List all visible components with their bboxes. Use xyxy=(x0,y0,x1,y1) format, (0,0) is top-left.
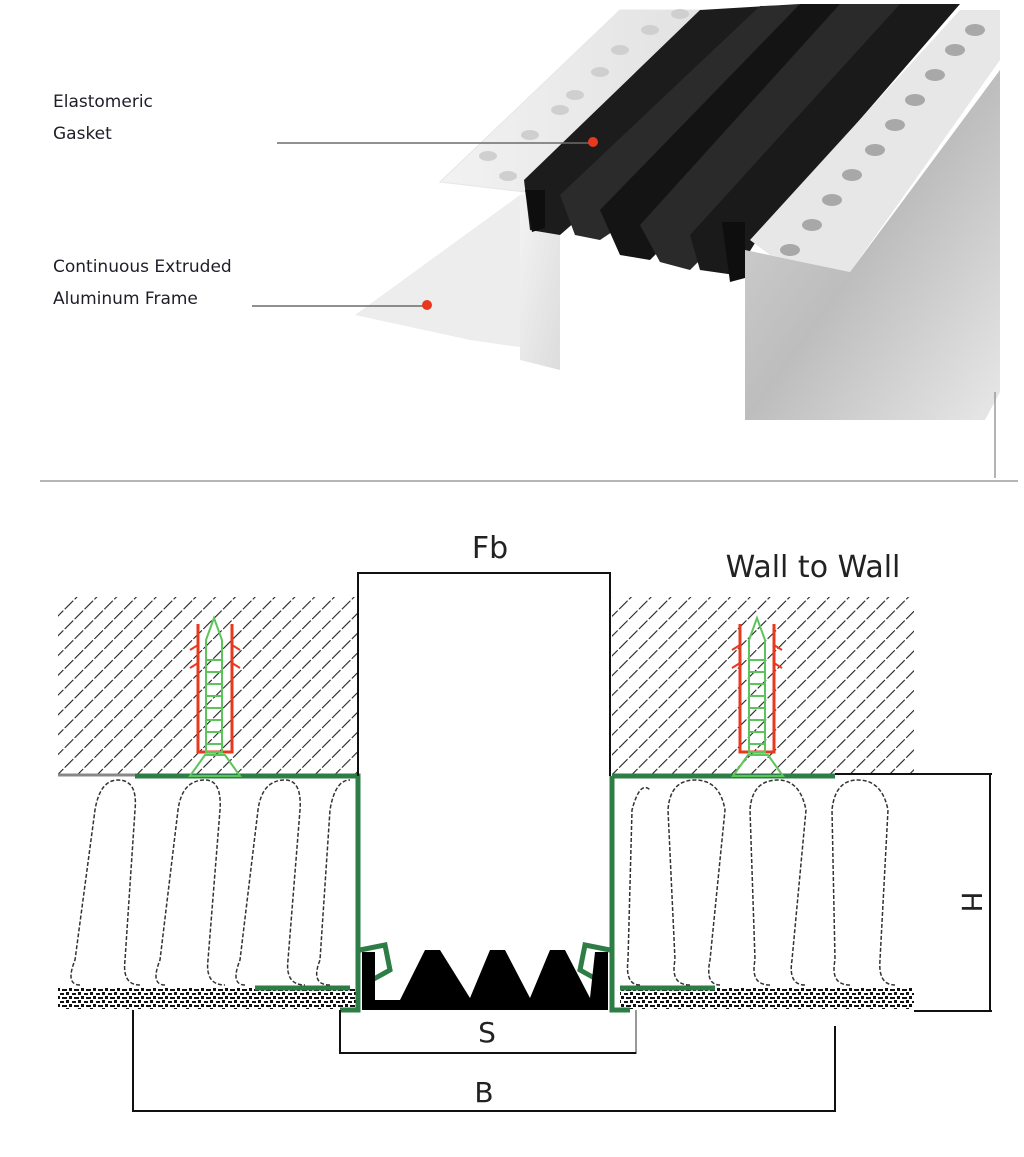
gasket-profile xyxy=(362,950,608,1010)
wall-to-wall-section: Wall to Wall xyxy=(58,531,992,1112)
dimension-b xyxy=(132,1010,836,1112)
left-screw xyxy=(205,615,223,753)
dimension-s-label: S xyxy=(478,1016,496,1049)
left-insulation xyxy=(70,779,351,986)
gasket-callout-label: Elastomeric Gasket xyxy=(53,92,153,144)
dimension-h xyxy=(835,773,992,1012)
left-wall-substrate xyxy=(58,597,358,775)
left-frame-base xyxy=(355,195,545,350)
dimension-s xyxy=(339,1010,637,1054)
left-floor-screed xyxy=(58,987,356,1009)
gasket-strips xyxy=(524,4,960,282)
dimension-fb xyxy=(357,572,611,776)
left-flange-holes xyxy=(479,9,689,181)
right-wall-substrate xyxy=(612,597,914,775)
product-illustration: Elastomeric Gasket Continuous Extruded A… xyxy=(0,0,1024,482)
right-frame-block xyxy=(745,70,1000,420)
right-screw xyxy=(748,615,766,753)
left-frame-wall xyxy=(520,190,560,370)
right-insulation xyxy=(626,779,896,986)
section-drawing: Wall to Wall xyxy=(0,490,1024,1153)
frame-callout-dot xyxy=(422,300,432,310)
right-floor-screed xyxy=(620,987,914,1009)
section-title: Wall to Wall xyxy=(726,550,901,585)
aluminum-frame-profile xyxy=(135,773,835,1013)
right-anchor xyxy=(731,615,785,777)
gasket-callout-dot xyxy=(588,137,598,147)
expansion-joint-render xyxy=(40,4,1018,482)
frame-callout-label: Continuous Extruded Aluminum Frame xyxy=(53,257,232,309)
dimension-b-label: B xyxy=(474,1076,493,1109)
left-anchor xyxy=(188,615,242,777)
dimension-fb-label: Fb xyxy=(472,531,508,566)
dimension-h-label: H xyxy=(955,891,988,912)
right-flange-holes xyxy=(780,24,985,256)
